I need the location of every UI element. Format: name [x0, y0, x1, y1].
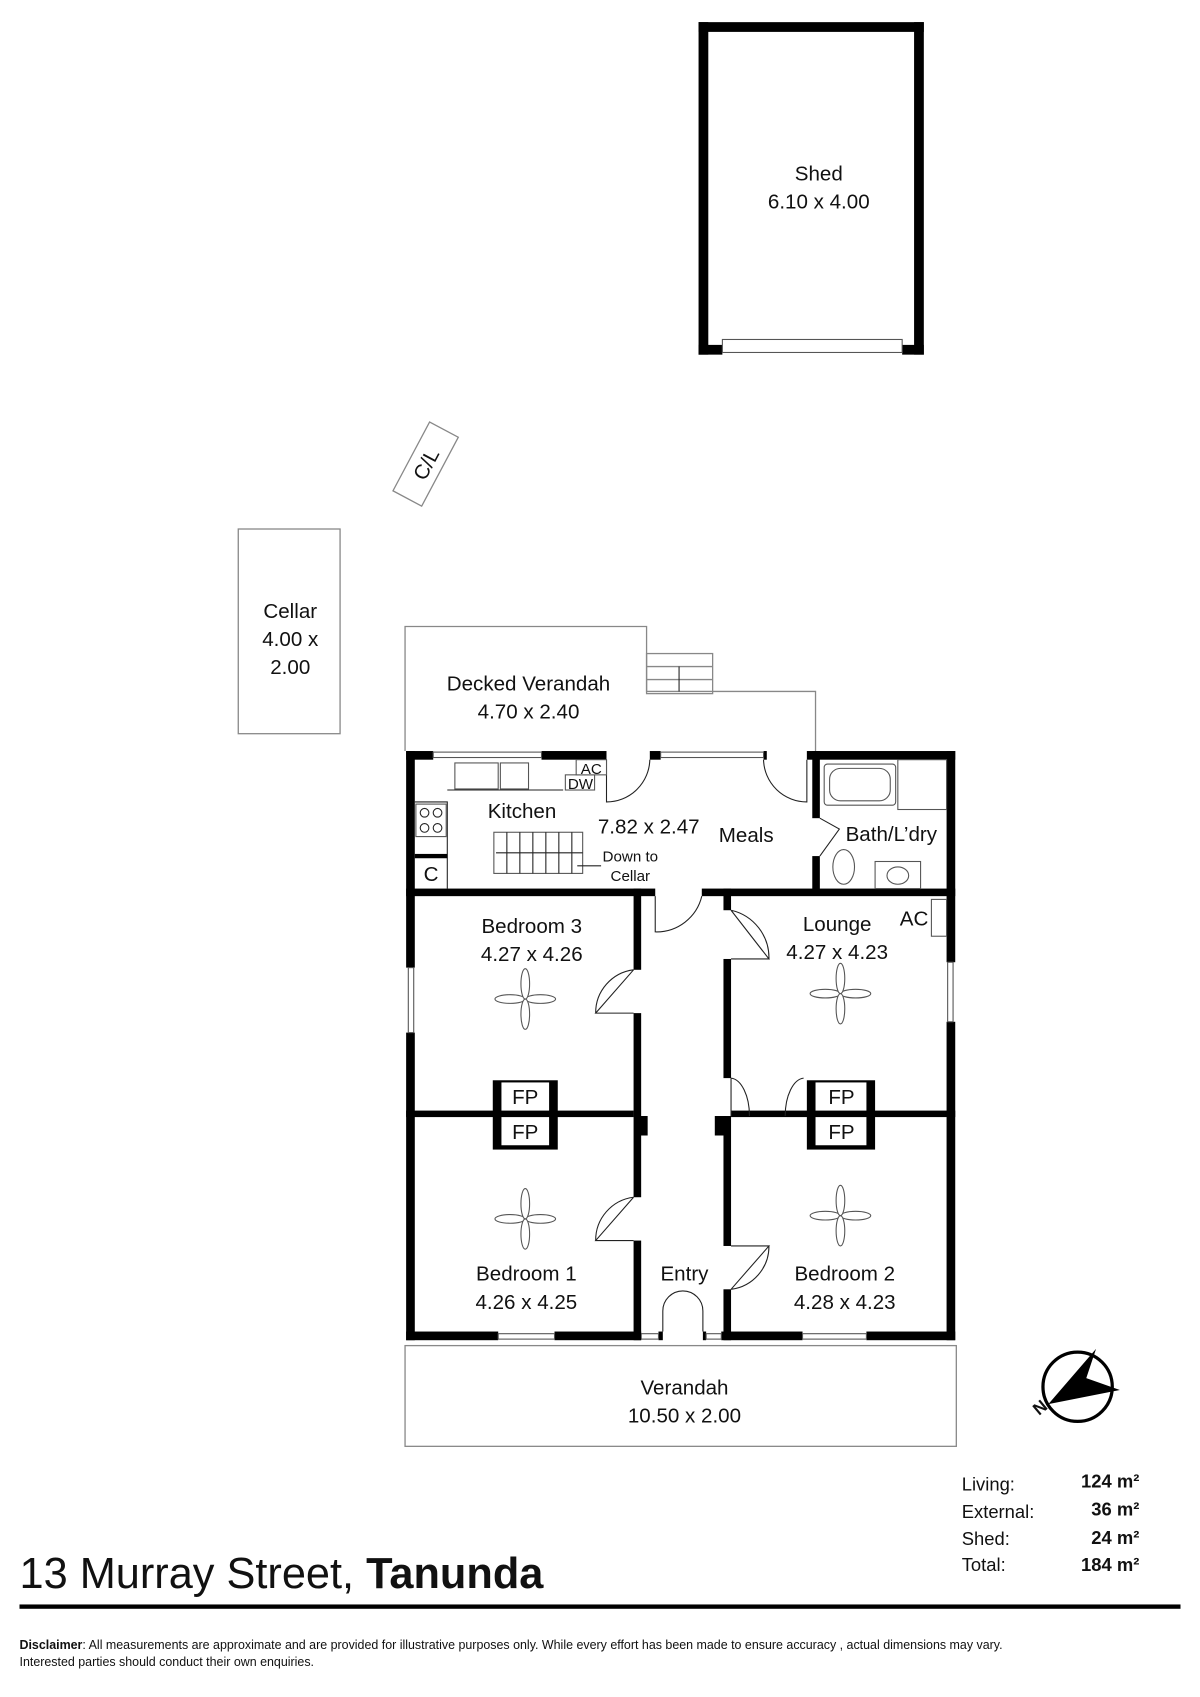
bedroom2-size: 4.28 x 4.23 [794, 1291, 896, 1314]
fp-label: FP [512, 1086, 538, 1109]
compass-n-label: N [1029, 1396, 1051, 1419]
cooktop-icon [415, 803, 447, 838]
lounge-label: Lounge [803, 913, 872, 936]
area-label: External: [962, 1501, 1035, 1522]
sink-icon [454, 762, 499, 790]
bath-label: Bath/L’dry [846, 823, 938, 846]
fp-label: FP [512, 1121, 538, 1144]
area-value: 124 m² [1081, 1470, 1139, 1491]
ceiling-fan-icon [494, 968, 557, 1030]
cellar-size-1: 4.00 x [262, 628, 319, 651]
north-compass-icon: N [1029, 1348, 1120, 1424]
ceiling-fan-icons [494, 962, 872, 1250]
area-value: 184 m² [1081, 1554, 1139, 1575]
title-divider [19, 1604, 1181, 1609]
shed: Shed 6.10 x 4.00 [698, 22, 924, 355]
stairs-label-1: Down to [603, 848, 659, 865]
decked-verandah-label: Decked Verandah [447, 672, 610, 695]
doors [594, 759, 841, 1332]
fp-label: FP [828, 1086, 854, 1109]
decked-verandah: Decked Verandah 4.70 x 2.40 [404, 625, 817, 752]
area-label: Total: [962, 1554, 1006, 1575]
area-label: Living: [962, 1474, 1015, 1495]
bedroom2-label: Bedroom 2 [794, 1263, 895, 1286]
shed-size: 6.10 x 4.00 [768, 190, 870, 213]
kitchen-dw-label: DW [568, 776, 594, 793]
shed-label: Shed [795, 162, 843, 185]
area-value: 24 m² [1091, 1527, 1139, 1548]
decked-verandah-size: 4.70 x 2.40 [478, 701, 580, 724]
verandah [404, 1344, 957, 1447]
address-suburb: Tanunda [366, 1550, 544, 1598]
area-value: 36 m² [1091, 1499, 1139, 1520]
ceiling-fan-icon [809, 1184, 872, 1247]
bedroom1-size: 4.26 x 4.25 [475, 1291, 577, 1314]
toilet-icon [832, 849, 856, 885]
address-street: 13 Murray Street, [19, 1550, 366, 1598]
bedroom1-label: Bedroom 1 [476, 1263, 577, 1286]
entry-label: Entry [660, 1263, 709, 1286]
fireplace-lounge [815, 1082, 867, 1111]
lounge-size: 4.27 x 4.23 [786, 941, 888, 964]
fireplace-b1 [501, 1117, 550, 1146]
verandah-label: Verandah [640, 1376, 728, 1399]
disclaimer-text: : All measurements are approximate and a… [82, 1638, 1002, 1652]
verandah-size: 10.50 x 2.00 [628, 1405, 741, 1428]
kitchen-label: Kitchen [488, 800, 557, 823]
clothesline: C/L [392, 421, 460, 507]
fireplace-b2 [815, 1117, 867, 1146]
bedroom3-label: Bedroom 3 [481, 915, 582, 938]
bath-fixtures [823, 759, 948, 937]
kitchen-fixtures: AC DW C [414, 759, 608, 889]
meals-size: 7.82 x 2.47 [598, 815, 700, 838]
lounge-ac-unit [930, 898, 948, 937]
area-label: Shed: [962, 1528, 1010, 1549]
ceiling-fan-icon [809, 962, 872, 1025]
disclaimer-text-2: Interested parties should conduct their … [19, 1655, 314, 1669]
laundry-icon [897, 759, 948, 811]
disclaimer-label: Disclaimer [19, 1638, 82, 1652]
fireplace-b3 [501, 1082, 550, 1111]
meals-label: Meals [719, 824, 774, 847]
bedroom3-size: 4.27 x 4.26 [481, 943, 583, 966]
house-walls [406, 751, 956, 1341]
ceiling-fan-icon [494, 1188, 557, 1250]
fp-label: FP [828, 1121, 854, 1144]
stairs-label-2: Cellar [611, 868, 651, 885]
address-title: 13 Murray Street, Tanunda [19, 1550, 544, 1598]
cellar: Cellar 4.00 x 2.00 [237, 528, 341, 735]
disclaimer: Disclaimer: All measurements are approxi… [19, 1638, 1002, 1652]
cellar-label: Cellar [263, 600, 317, 623]
cupboard-label: C [424, 863, 439, 886]
area-summary: Living: 124 m² External: 36 m² Shed: 24 … [962, 1470, 1140, 1574]
kitchen-ac-label: AC [581, 761, 602, 778]
cellar-size-2: 2.00 [270, 656, 310, 679]
lounge-ac-label: AC [900, 907, 929, 930]
